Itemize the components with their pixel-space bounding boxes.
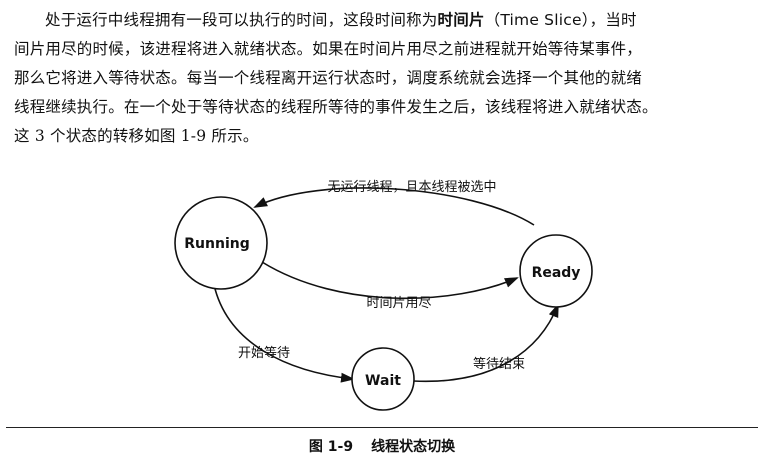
body-paragraph: 处于运行中线程拥有一段可以执行的时间，这段时间称为时间片（Time Slice）… (14, 6, 756, 151)
node-wait-circle (351, 347, 415, 411)
node-wait-label: Wait (365, 373, 401, 389)
line1-text-a: 处于运行中线程拥有一段可以执行的时间，这段时间称为 (45, 11, 438, 29)
paragraph-line-4: 线程继续执行。在一个处于等待状态的线程所等待的事件发生之后，该线程将进入就绪状态… (14, 98, 658, 116)
edge-label-ready-to-running: 无运行线程，且本线程被选中 (327, 180, 496, 195)
node-wait: Wait (351, 347, 415, 411)
edge-running-to-ready (261, 261, 519, 300)
node-running-circle (174, 196, 268, 290)
term-time-slice: 时间片 (437, 11, 485, 29)
paragraph-line-2: 间片用尽的时候，该进程将进入就绪状态。如果在时间片用尽之前进程就开始等待某事件， (14, 40, 643, 58)
node-ready-circle (519, 234, 593, 308)
node-running-label: Running (184, 236, 249, 252)
node-ready-label: Ready (532, 265, 581, 281)
node-running: Running (174, 196, 268, 290)
edge-label-wait-to-ready: 等待结束 (473, 356, 525, 372)
caption-divider (6, 427, 758, 428)
line1-text-b: ，当时 (589, 11, 637, 29)
figure-title: 线程状态切换 (371, 439, 456, 455)
edge-label-running-to-ready: 时间片用尽 (366, 296, 431, 311)
paragraph-line-3: 那么它将进入等待状态。每当一个线程离开运行状态时，调度系统就会选择一个其他的就绪 (14, 69, 643, 87)
term-time-slice-en: （Time Slice） (484, 11, 590, 29)
node-ready: Ready (519, 234, 593, 308)
edge-wait-to-ready (412, 303, 559, 383)
figure-number: 图 1-9 (308, 439, 354, 455)
edge-ready-to-running (253, 187, 535, 226)
thread-state-diagram: Running Ready Wait 无运行线程，且本线程被选中 时间片用尽 开… (174, 180, 593, 411)
edge-running-to-wait (212, 279, 355, 383)
figure-caption: 图 1-9 线程状态切换 (0, 436, 764, 456)
edge-label-running-to-wait: 开始等待 (238, 345, 290, 361)
paragraph-line-1: 处于运行中线程拥有一段可以执行的时间，这段时间称为时间片（Time Slice）… (14, 6, 756, 35)
paragraph-line-5: 这 3 个状态的转移如图 1-9 所示。 (14, 127, 259, 145)
